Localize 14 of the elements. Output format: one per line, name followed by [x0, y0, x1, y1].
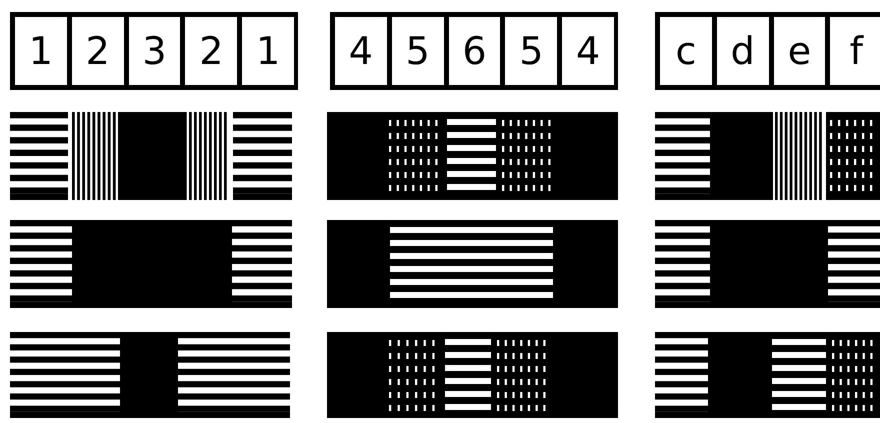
label-tile: 1 — [14, 16, 68, 86]
label-tile: e — [772, 16, 826, 86]
label-tile: 3 — [128, 16, 182, 86]
label-tile: 5 — [504, 16, 558, 86]
label-tile: 2 — [184, 16, 238, 86]
label-tile: c — [659, 16, 713, 86]
label-tile: 4 — [561, 16, 615, 86]
label-tile: 4 — [334, 16, 388, 86]
label-tile: 1 — [241, 16, 295, 86]
label-tile: 5 — [390, 16, 445, 86]
label-tile: f — [829, 16, 880, 86]
label-tile: 6 — [448, 16, 502, 86]
label-tile: 2 — [70, 16, 125, 86]
label-tile: d — [716, 16, 770, 86]
